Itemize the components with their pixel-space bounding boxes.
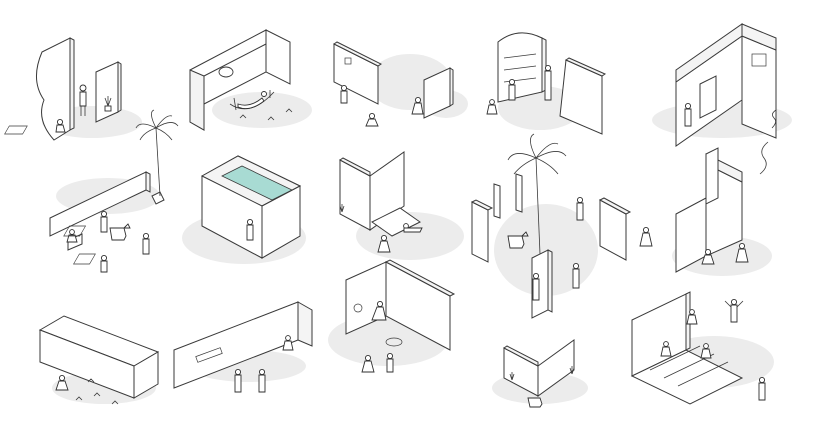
person-icon	[411, 96, 424, 115]
person-icon	[700, 343, 712, 359]
person-icon	[724, 298, 744, 323]
person-icon	[486, 99, 498, 115]
person-icon	[340, 84, 348, 104]
person-icon	[142, 232, 150, 255]
person-icon	[701, 248, 715, 265]
dog-icon	[507, 231, 529, 249]
vignette-pool-enclosure	[63, 155, 306, 265]
vignette-screen-walls-sitting	[333, 41, 468, 127]
person-icon	[66, 229, 78, 243]
person-icon	[684, 102, 692, 127]
person-icon	[361, 354, 375, 373]
vignette-l-shaped-house-wall	[652, 23, 792, 147]
palm-icon	[135, 109, 179, 197]
person-icon	[79, 84, 87, 116]
vignette-long-low-wall-with-dog	[49, 171, 165, 273]
person-icon	[572, 262, 580, 289]
person-icon	[639, 226, 653, 247]
plant-icon	[104, 96, 112, 112]
vignette-corner-room-sitting	[328, 259, 456, 373]
bird-icon	[75, 378, 119, 405]
person-icon	[258, 368, 266, 393]
person-icon	[532, 272, 540, 301]
person-icon	[234, 368, 242, 393]
plant-icon	[509, 366, 575, 381]
person-icon	[660, 341, 672, 357]
person-icon	[100, 254, 108, 273]
plant-icon	[339, 204, 345, 213]
vignette-hammock-wall	[189, 29, 312, 131]
person-icon	[100, 210, 108, 233]
vignette-curved-wall-reading-nook	[4, 37, 142, 141]
person-icon	[544, 64, 552, 101]
palm-icon	[507, 133, 567, 255]
person-icon	[365, 112, 379, 127]
person-icon	[55, 118, 66, 133]
person-icon	[735, 242, 749, 263]
person-icon	[371, 300, 387, 321]
vignette-v-wall-reclining	[339, 151, 464, 260]
person-icon	[282, 335, 294, 351]
vignette-v-planter-wall	[492, 339, 588, 408]
person-icon	[246, 218, 254, 241]
vignette-curved-shelf-wall	[486, 32, 607, 135]
person-icon	[686, 309, 698, 325]
vignette-pierced-wall-birds	[38, 315, 160, 405]
vignette-free-standing-panels-palm	[470, 133, 632, 319]
person-icon	[508, 78, 516, 101]
person-icon	[55, 374, 69, 391]
hammock-icon	[229, 90, 275, 111]
dog-icon	[527, 397, 543, 408]
person-icon	[403, 223, 423, 233]
person-icon	[377, 234, 391, 253]
vignette-tall-tower-wall	[639, 141, 772, 276]
person-icon	[576, 196, 584, 221]
vignette-stepped-seating	[630, 291, 774, 405]
person-icon	[758, 376, 766, 401]
dog-icon	[109, 223, 131, 241]
person-icon	[386, 352, 394, 373]
vignette-sloped-wall-kids	[173, 301, 313, 393]
